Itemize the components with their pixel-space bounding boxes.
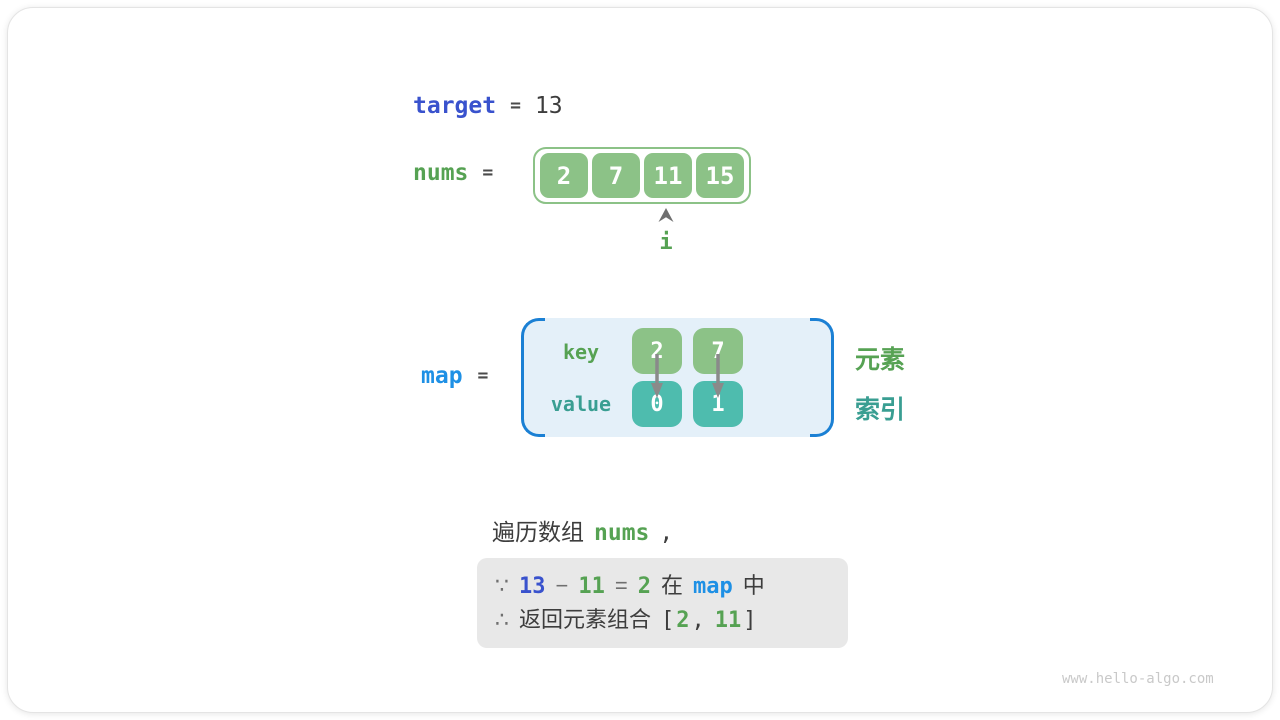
result-element-1: 2 xyxy=(676,608,690,633)
target-value: 13 xyxy=(534,93,563,119)
index-annotation: 索引 xyxy=(855,396,906,424)
deduction-line-therefore: ∴ 返回元素组合 [ 2 , 11 ] xyxy=(495,603,830,637)
map-row-label: map = xyxy=(421,363,488,389)
target-keyword: target xyxy=(413,93,497,119)
watermark: www.hello-algo.com xyxy=(1062,671,1214,687)
deduction-target-value: 13 xyxy=(519,574,546,599)
map-left-bracket xyxy=(521,318,545,437)
nums-array-cell: 15 xyxy=(696,153,744,198)
nums-equals: = xyxy=(482,162,494,183)
nums-array-cell: 7 xyxy=(592,153,640,198)
map-keyword: map xyxy=(421,363,463,389)
key-to-value-down-arrow-icon xyxy=(651,354,663,398)
index-pointer-up-arrow-icon xyxy=(658,208,674,222)
map-equals: = xyxy=(477,365,489,386)
map-value-label: value xyxy=(550,392,612,416)
deduction-box: ∵ 13 − 11 = 2 在 map 中 ∴ 返回元素组合 [ 2 , 11 … xyxy=(477,558,848,648)
in-text: 在 xyxy=(660,573,683,598)
nums-array: 2 7 11 15 xyxy=(533,147,751,204)
map-key-label: key xyxy=(562,340,600,364)
left-bracket: [ xyxy=(661,608,675,633)
map-key-cell: 7 xyxy=(693,328,743,374)
nums-row-label: nums = xyxy=(413,160,493,186)
equals-sign: = xyxy=(614,573,628,598)
key-to-value-down-arrow-icon xyxy=(712,354,724,398)
index-pointer-label: i xyxy=(659,230,673,255)
result-pair: [ 2 , 11 ] xyxy=(661,604,757,637)
zhong-text: 中 xyxy=(742,573,765,598)
deduction-map-code: map xyxy=(692,574,733,599)
nums-keyword: nums xyxy=(413,160,469,186)
therefore-symbol: ∴ xyxy=(495,607,509,632)
caption-comma: , xyxy=(659,520,674,546)
result-comma: , xyxy=(691,608,705,633)
minus-sign: − xyxy=(555,573,569,598)
map-right-bracket xyxy=(810,318,834,437)
because-symbol: ∵ xyxy=(495,573,509,598)
nums-array-cell: 2 xyxy=(540,153,588,198)
deduction-current-value: 11 xyxy=(578,574,605,599)
caption-nums-code: nums xyxy=(594,520,650,546)
deduction-difference: 2 xyxy=(637,574,651,599)
element-annotation: 元素 xyxy=(855,346,906,374)
map-container: key value 2 7 0 1 xyxy=(521,318,834,437)
target-equals: = xyxy=(510,95,521,116)
caption-traverse-nums: 遍历数组 nums , xyxy=(492,513,673,547)
deduction-line-because: ∵ 13 − 11 = 2 在 map 中 xyxy=(495,569,830,603)
caption-prefix: 遍历数组 xyxy=(492,519,584,545)
nums-array-cell: 11 xyxy=(644,153,692,198)
right-bracket: ] xyxy=(743,608,757,633)
result-element-2: 11 xyxy=(714,608,742,633)
target-row: target = 13 xyxy=(413,93,563,119)
return-text: 返回元素组合 xyxy=(519,607,652,632)
